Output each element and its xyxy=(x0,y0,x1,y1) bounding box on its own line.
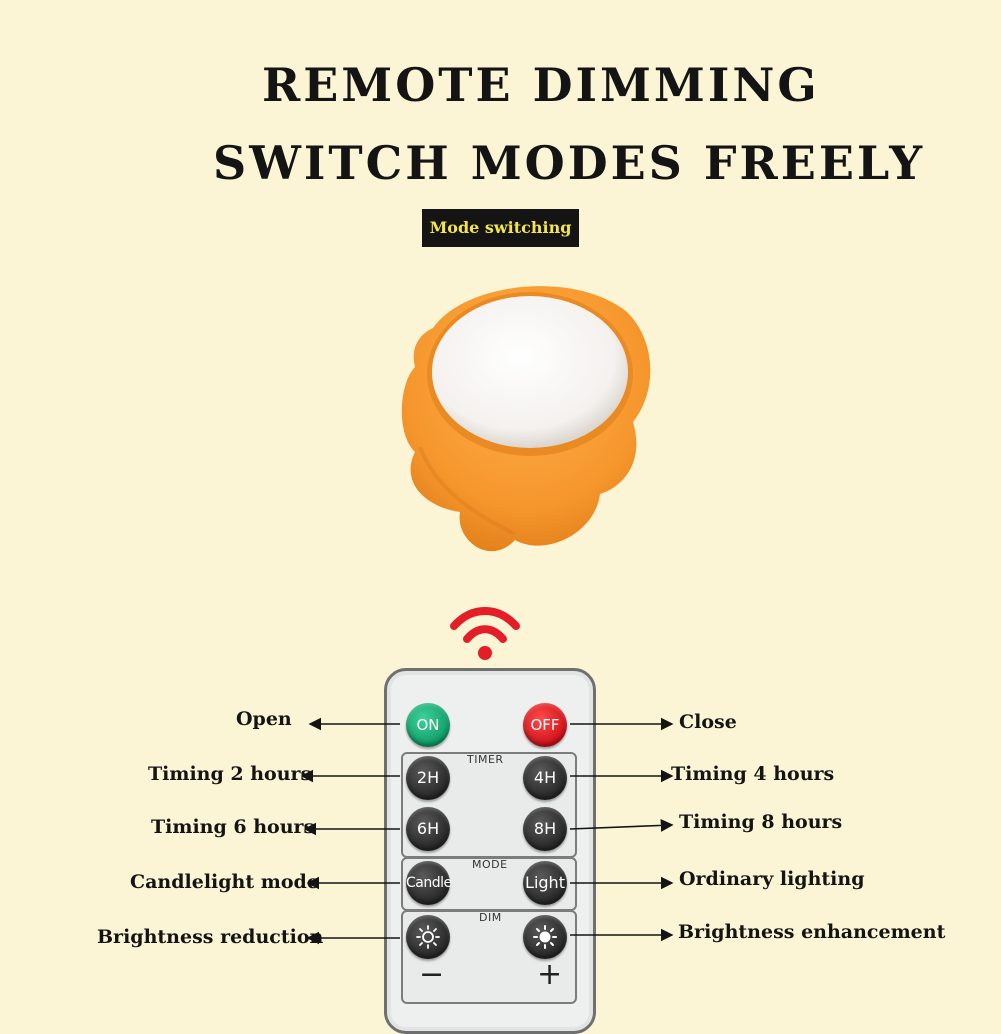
label-bright-up: Brightness enhancement xyxy=(678,921,946,943)
label-timing-2: Timing 2 hours xyxy=(148,763,312,785)
orange-lamp-image xyxy=(401,286,651,552)
label-timing-4: Timing 4 hours xyxy=(671,763,835,785)
light-mode-button[interactable]: Light xyxy=(523,861,567,905)
headline-line-2: SWITCH MODES FREELY xyxy=(213,136,926,190)
off-button[interactable]: OFF xyxy=(523,703,567,747)
wifi-signal-icon xyxy=(450,607,520,660)
timer-2h-button[interactable]: 2H xyxy=(406,756,450,800)
sun-outline-icon xyxy=(416,925,440,949)
remote-control: ON OFF TIMER 2H 4H 6H 8H MODE Candle Lig… xyxy=(384,668,596,1034)
label-candlelight: Candlelight mode xyxy=(130,871,319,893)
dim-section-label: DIM xyxy=(479,911,502,924)
timer-4h-button[interactable]: 4H xyxy=(523,756,567,800)
brightness-down-button[interactable] xyxy=(406,915,450,959)
callout-arrows xyxy=(300,717,674,945)
timer-6h-button[interactable]: 6H xyxy=(406,807,450,851)
mode-switching-badge: Mode switching xyxy=(422,209,579,247)
candle-mode-button[interactable]: Candle xyxy=(406,861,452,905)
label-ordinary: Ordinary lighting xyxy=(679,868,865,890)
mode-section-label: MODE xyxy=(472,858,508,871)
arrow-timing-8 xyxy=(569,819,674,832)
label-timing-6: Timing 6 hours xyxy=(151,816,315,838)
label-close: Close xyxy=(679,711,737,733)
plus-sign: + xyxy=(537,957,563,992)
label-timing-8: Timing 8 hours xyxy=(679,811,843,833)
label-bright-down: Brightness reduction xyxy=(97,926,324,948)
brightness-up-button[interactable] xyxy=(523,915,567,959)
on-button[interactable]: ON xyxy=(406,703,450,747)
timer-8h-button[interactable]: 8H xyxy=(523,807,567,851)
sun-filled-icon xyxy=(533,925,557,949)
headline-line-1: REMOTE DIMMING xyxy=(262,58,820,112)
timer-section-label: TIMER xyxy=(467,753,504,766)
minus-sign: − xyxy=(419,957,445,992)
label-open: Open xyxy=(236,708,292,730)
